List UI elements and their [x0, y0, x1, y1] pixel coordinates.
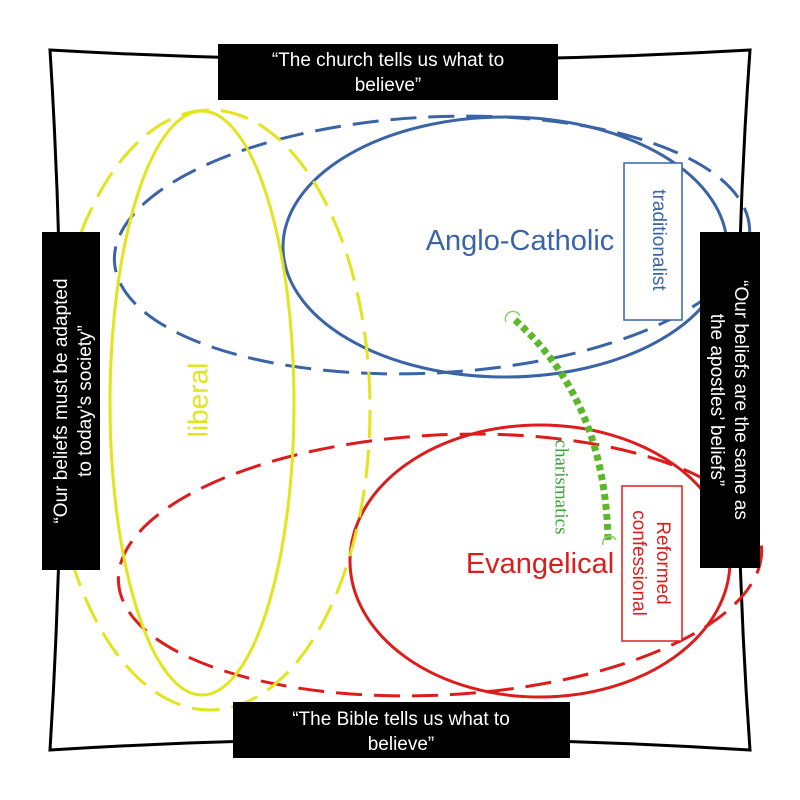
right-axis-line2: the apostles’ beliefs” — [706, 314, 727, 487]
charismatics-label: charismatics — [551, 440, 572, 535]
bottom-axis-box — [233, 702, 570, 758]
top-axis-line1: “The church tells us what to — [272, 50, 504, 71]
top-axis-line2: believe” — [355, 75, 422, 96]
charismatics-end-arc — [602, 535, 617, 546]
evangelical-dashed-ellipse — [116, 432, 764, 698]
right-axis-line1: “Our beliefs are the same as — [730, 280, 751, 520]
bottom-axis-line2: believe” — [368, 734, 435, 755]
evangelical-label: Evangelical — [466, 548, 614, 580]
left-axis-line1: “Our beliefs must be adapted — [51, 278, 72, 523]
bottom-axis-line1: “The Bible tells us what to — [292, 709, 510, 730]
reformed-label-line1: Reformed — [652, 521, 673, 604]
anglo-catholic-label: Anglo-Catholic — [426, 225, 615, 257]
reformed-box — [621, 485, 683, 642]
traditionalist-box — [623, 162, 683, 321]
charismatics-connector — [512, 317, 612, 541]
top-axis-box — [218, 44, 558, 100]
liberal-solid-ellipse — [108, 109, 296, 697]
liberal-label: liberal — [182, 363, 213, 438]
left-axis-line2: to today’s society” — [75, 325, 96, 477]
reformed-label-line2: confessional — [628, 510, 649, 616]
anglo-catholic-dashed-ellipse — [112, 114, 752, 376]
right-axis-box — [700, 232, 760, 568]
traditionalist-label: traditionalist — [648, 189, 669, 291]
left-axis-box — [42, 232, 100, 570]
charismatics-start-arc — [504, 310, 521, 323]
